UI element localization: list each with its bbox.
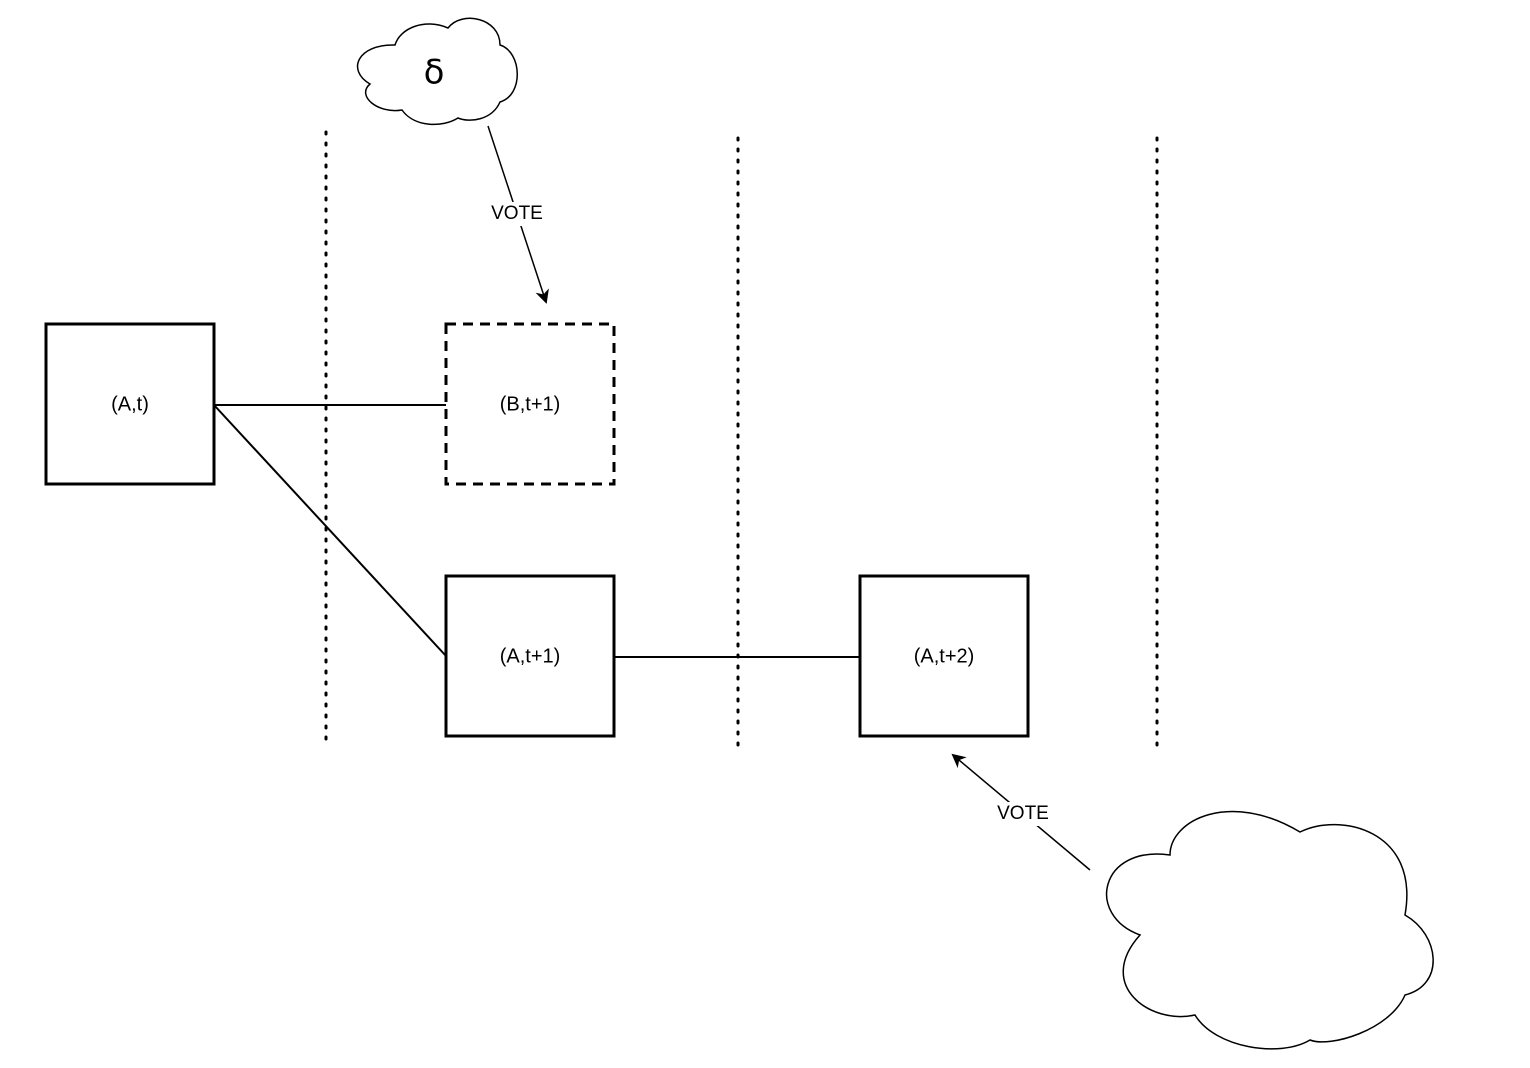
cloud-bottom[interactable] [1105, 810, 1434, 1050]
node-b-t1-label: (B,t+1) [500, 393, 561, 415]
cloud-delta[interactable]: δ [357, 17, 518, 126]
node-a-t-label: (A,t) [111, 393, 149, 415]
vote-arrow-top: VOTE [484, 125, 550, 304]
node-b-t1[interactable]: (B,t+1) [444, 322, 616, 486]
cloud-shape [1105, 810, 1434, 1050]
node-a-t[interactable]: (A,t) [44, 322, 216, 486]
vote-label-bottom: VOTE [997, 803, 1049, 824]
cloud-shape [357, 17, 518, 126]
vote-label-top: VOTE [491, 203, 543, 224]
node-a-t1-label: (A,t+1) [500, 645, 561, 667]
node-a-t2[interactable]: (A,t+2) [858, 574, 1030, 738]
node-a-t2-label: (A,t+2) [914, 645, 975, 667]
edge-a-t-to-a-t1 [213, 404, 447, 657]
node-a-t1[interactable]: (A,t+1) [444, 574, 616, 738]
cloud-delta-label: δ [424, 53, 445, 93]
vote-arrow-bottom: VOTE [951, 753, 1091, 871]
